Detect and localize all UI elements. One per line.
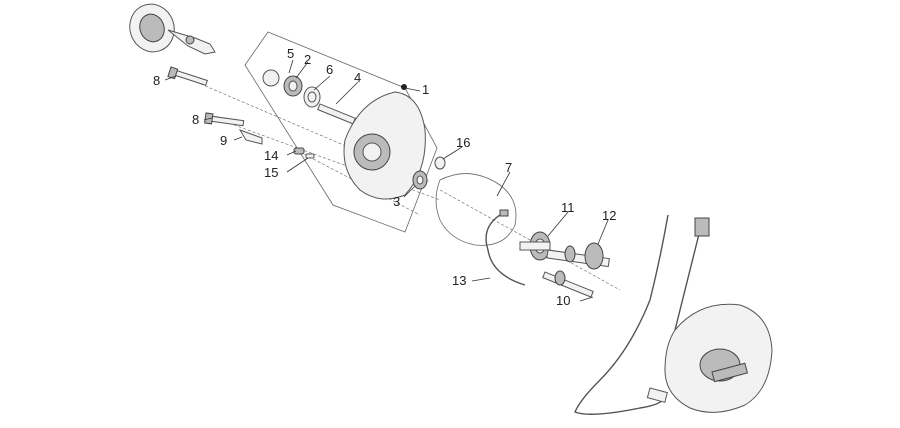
- callout-13: 13: [452, 273, 466, 288]
- ring-part: [434, 156, 446, 170]
- gasket-part: [435, 173, 517, 246]
- shaft-part: [542, 270, 594, 298]
- callout-11: 11: [561, 200, 575, 215]
- gear-part: [519, 231, 551, 261]
- transmission-cover-part: [343, 84, 426, 200]
- callout-2: 2: [304, 52, 311, 67]
- brake-shoe-part: [129, 3, 216, 55]
- callout-15: 15: [264, 165, 278, 180]
- callout-10: 10: [556, 293, 570, 308]
- bolt-part: [204, 112, 245, 127]
- callout-12: 12: [602, 208, 616, 223]
- callout-8-upper: 8: [153, 73, 160, 88]
- generator-cover-part: [646, 303, 773, 413]
- sensor-cable-part: [574, 214, 669, 415]
- connector-part: [694, 217, 710, 237]
- callout-6: 6: [326, 62, 333, 77]
- callout-9: 9: [220, 133, 227, 148]
- clip-part: [238, 129, 263, 145]
- callout-5: 5: [287, 46, 294, 61]
- callout-3: 3: [393, 194, 400, 209]
- callout-1: 1: [422, 82, 429, 97]
- callout-8-lower: 8: [192, 112, 199, 127]
- wire-part: [485, 211, 526, 286]
- shaft-part: [546, 242, 610, 270]
- screw-part: [293, 147, 305, 155]
- alignment-line: [439, 189, 621, 291]
- pin-part: [317, 103, 356, 125]
- callout-14: 14: [264, 148, 278, 163]
- callout-4: 4: [354, 70, 361, 85]
- bolt-part: [167, 66, 208, 86]
- callout-16: 16: [456, 135, 470, 150]
- screw-part: [305, 153, 315, 159]
- ring-part: [262, 69, 280, 87]
- callout-7: 7: [505, 160, 512, 175]
